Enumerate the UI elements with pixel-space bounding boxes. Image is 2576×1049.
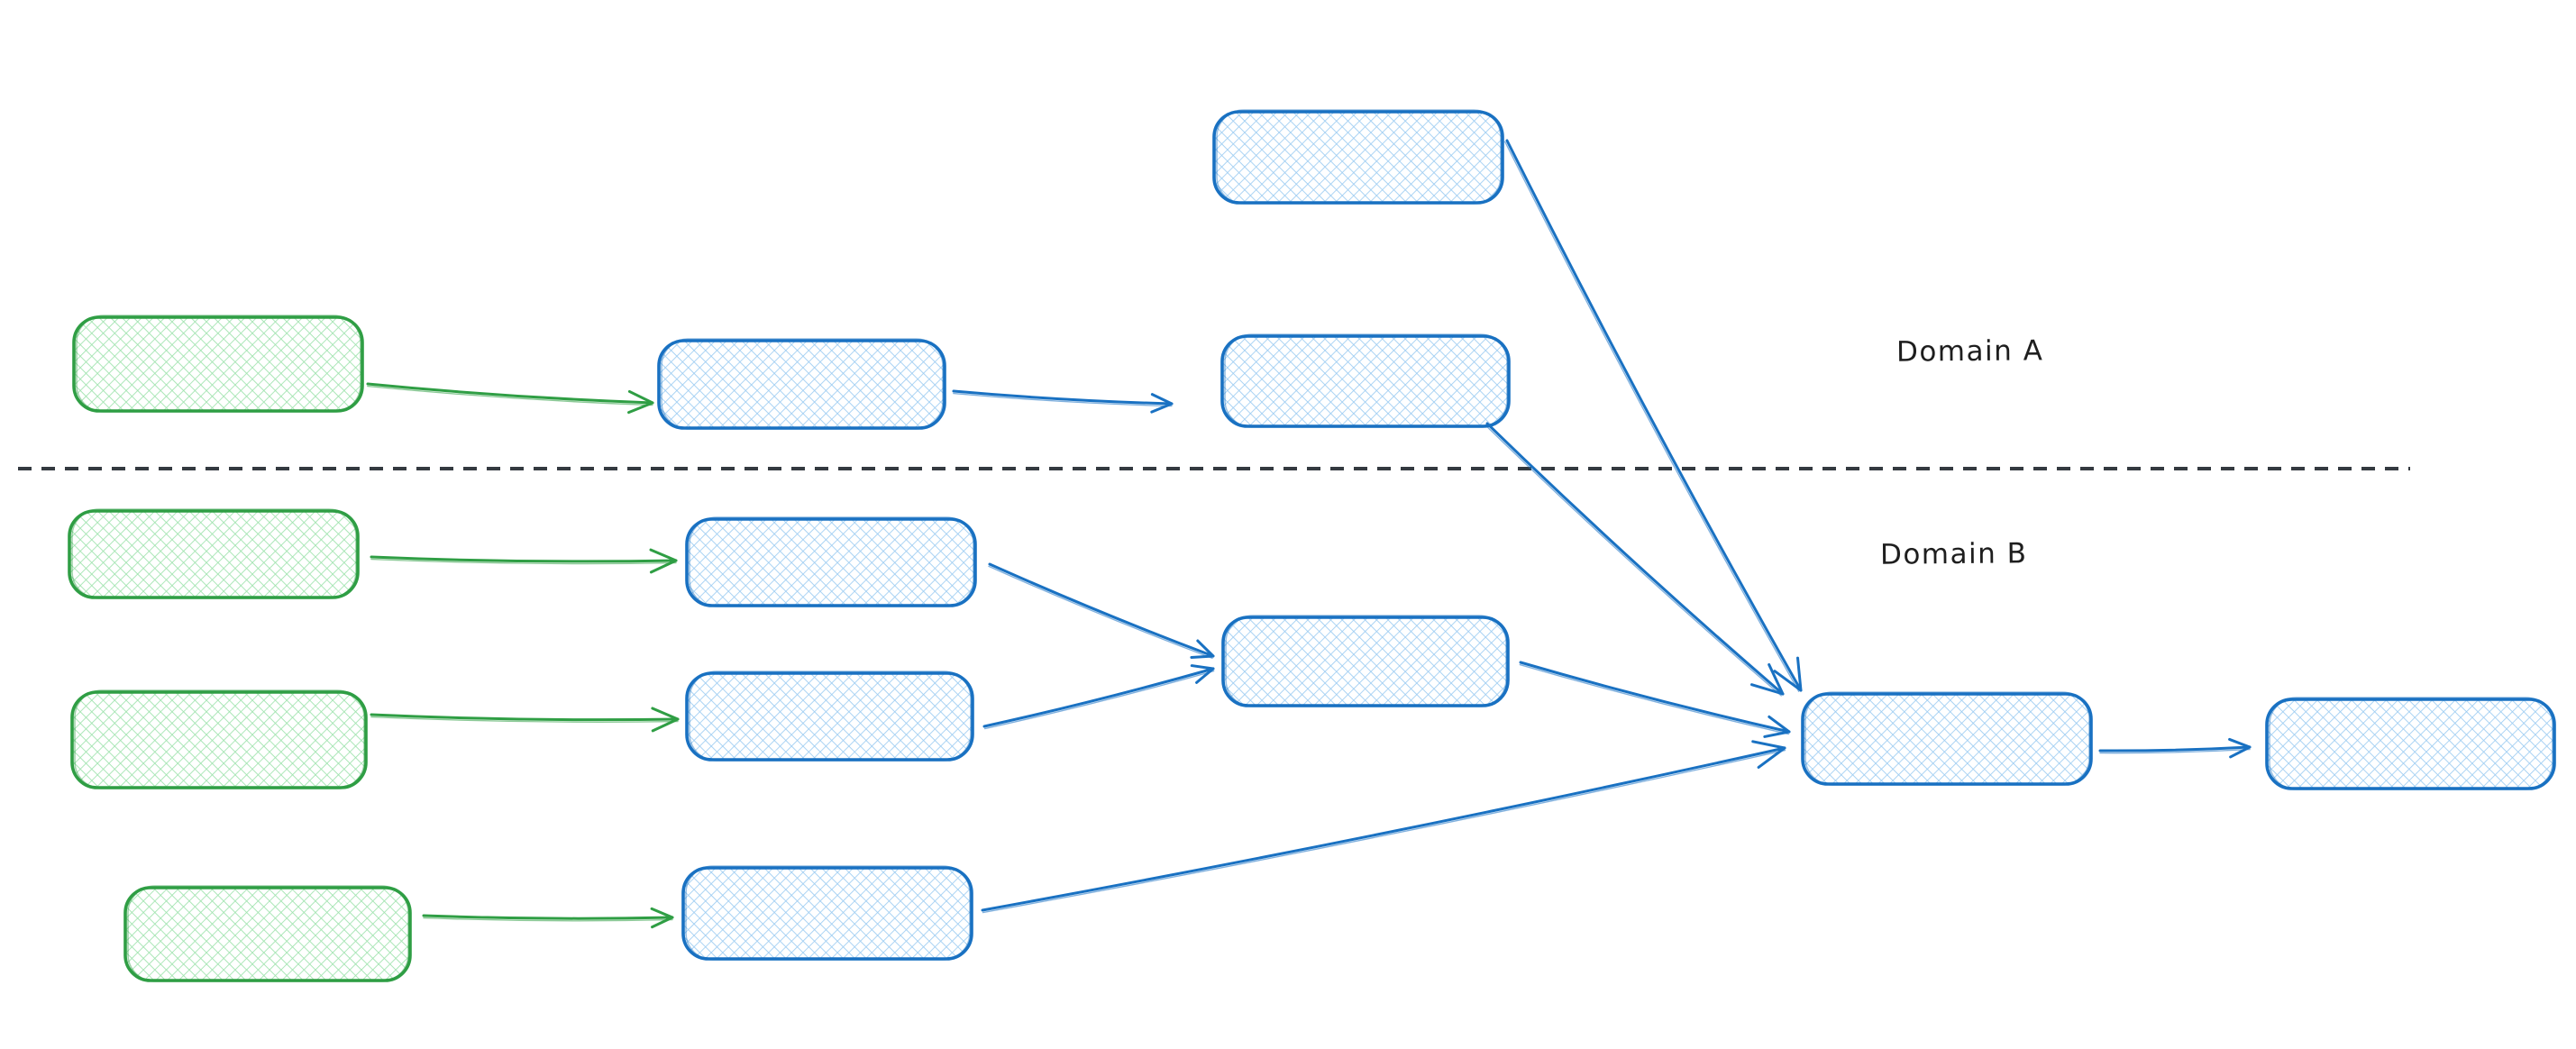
blue-box-a-mid-rect <box>657 339 946 430</box>
edge-a-right-to-main-merge-line <box>1485 422 1785 696</box>
blue-box-a-mid <box>657 338 946 430</box>
edge-green-b3-to-b3-line <box>422 914 674 920</box>
edge-a-mid-to-a-right-sketch-line <box>953 392 1173 407</box>
edge-b2-to-b-merge-sketch-line <box>983 670 1215 730</box>
blue-box-b3-sketch-stroke <box>685 865 971 961</box>
edge-a-right-to-main-merge-sketch-line <box>1484 424 1782 697</box>
green-box-b2-sketch-stroke <box>74 689 365 789</box>
blue-box-a-right <box>1220 333 1511 428</box>
green-box-a-sketch-stroke <box>76 315 361 413</box>
blue-box-b-merge-sketch-stroke <box>1225 615 1507 707</box>
blue-box-final <box>2265 697 2556 790</box>
green-box-b3-rect <box>123 886 412 982</box>
edge-a-top-to-main-merge <box>1504 139 1803 692</box>
edge-b3-to-main-merge <box>981 740 1786 914</box>
blue-box-a-right-sketch-stroke <box>1224 333 1508 428</box>
edge-a-top-to-main-merge-sketch-line <box>1504 141 1800 692</box>
edge-a-mid-to-a-right <box>952 389 1174 414</box>
edge-b1-to-b-merge-sketch-line <box>988 565 1213 660</box>
edge-green-a-to-a-mid-sketch-line <box>367 385 653 406</box>
edge-a-mid-to-a-right-arrowhead <box>1150 393 1174 414</box>
edge-b2-to-b-merge <box>982 664 1215 730</box>
edge-a-top-to-main-merge-arrowhead <box>1773 656 1803 692</box>
edge-green-b3-to-b3-arrowhead <box>650 907 674 929</box>
edge-green-a-to-a-mid-arrowhead <box>627 389 654 415</box>
green-box-b3 <box>123 885 412 982</box>
blue-box-main-merge-rect <box>1801 692 2093 786</box>
label-domain-a: Domain A <box>1895 334 2044 369</box>
blue-box-final-rect <box>2265 698 2556 790</box>
edge-a-mid-to-a-right-line <box>952 389 1174 406</box>
blue-box-main-merge <box>1801 691 2093 786</box>
edge-b-merge-to-main-merge-sketch-line <box>1519 663 1790 735</box>
blue-box-b3-rect <box>681 866 973 961</box>
blue-box-a-top-sketch-stroke <box>1216 109 1502 205</box>
blue-box-b-merge <box>1221 615 1510 707</box>
edge-b3-to-main-merge-line <box>981 746 1786 912</box>
green-box-b1-rect <box>68 509 360 599</box>
edge-b1-to-b-merge-line <box>988 562 1215 658</box>
edge-green-b2-to-b2-arrowhead <box>651 707 680 733</box>
blue-box-main-merge-sketch-stroke <box>1804 691 2090 786</box>
edge-green-b3-to-b3 <box>422 907 674 929</box>
blue-box-a-mid-sketch-stroke <box>661 338 944 430</box>
green-box-b2-rect <box>70 690 368 789</box>
blue-box-a-top-rect <box>1212 110 1504 205</box>
edge-green-b3-to-b3-sketch-line <box>423 917 673 922</box>
green-box-b1-sketch-stroke <box>71 508 357 599</box>
green-box-a-rect <box>72 315 364 413</box>
edge-b3-to-main-merge-sketch-line <box>982 749 1786 914</box>
blue-box-b2-sketch-stroke <box>689 670 972 762</box>
edge-green-b1-to-b1-arrowhead <box>649 548 678 574</box>
edge-green-a-to-a-mid-line <box>366 382 654 405</box>
blue-box-b2-rect <box>685 671 974 762</box>
edge-green-a-to-a-mid <box>366 382 654 415</box>
blue-box-b1 <box>685 516 977 607</box>
edge-green-b2-to-b2 <box>370 707 680 733</box>
edge-b1-to-b-merge <box>988 562 1215 660</box>
edge-main-merge-to-final-sketch-line <box>2099 748 2251 754</box>
edge-b-merge-to-main-merge-arrowhead <box>1763 715 1791 738</box>
edge-b2-to-b-merge-arrowhead <box>1190 664 1215 684</box>
blue-box-a-top <box>1212 109 1504 205</box>
green-box-a <box>72 315 364 413</box>
edge-a-right-to-main-merge-arrowhead <box>1750 662 1785 696</box>
blue-box-b3 <box>681 865 973 961</box>
edge-main-merge-to-final-arrowhead <box>2228 737 2252 759</box>
edge-b1-to-b-merge-arrowhead <box>1190 639 1215 659</box>
blue-box-final-sketch-stroke <box>2269 697 2553 790</box>
edge-main-merge-to-final <box>2098 737 2252 759</box>
blue-box-b2 <box>685 670 974 762</box>
blue-box-b1-rect <box>685 517 977 607</box>
edge-a-top-to-main-merge-line <box>1505 139 1803 692</box>
edge-green-b1-to-b1 <box>370 548 678 574</box>
blue-box-b-merge-rect <box>1221 616 1510 707</box>
edge-green-b2-to-b2-sketch-line <box>370 716 679 723</box>
green-box-b1 <box>68 508 360 599</box>
edge-main-merge-to-final-line <box>2098 745 2252 753</box>
edge-b-merge-to-main-merge-line <box>1519 661 1791 734</box>
blue-box-b1-sketch-stroke <box>689 516 974 607</box>
label-domain-b: Domain B <box>1879 537 2028 571</box>
edge-b2-to-b-merge-line <box>982 667 1215 728</box>
edge-b3-to-main-merge-arrowhead <box>1751 740 1786 769</box>
green-box-b2 <box>70 689 368 789</box>
edge-green-b1-to-b1-line <box>370 555 678 563</box>
edge-green-b2-to-b2-line <box>370 713 680 722</box>
edge-b-merge-to-main-merge <box>1519 661 1791 738</box>
edge-green-b1-to-b1-sketch-line <box>370 558 677 565</box>
edge-a-right-to-main-merge <box>1484 422 1785 697</box>
blue-box-a-right-rect <box>1220 334 1511 428</box>
green-box-b3-sketch-stroke <box>127 885 409 982</box>
